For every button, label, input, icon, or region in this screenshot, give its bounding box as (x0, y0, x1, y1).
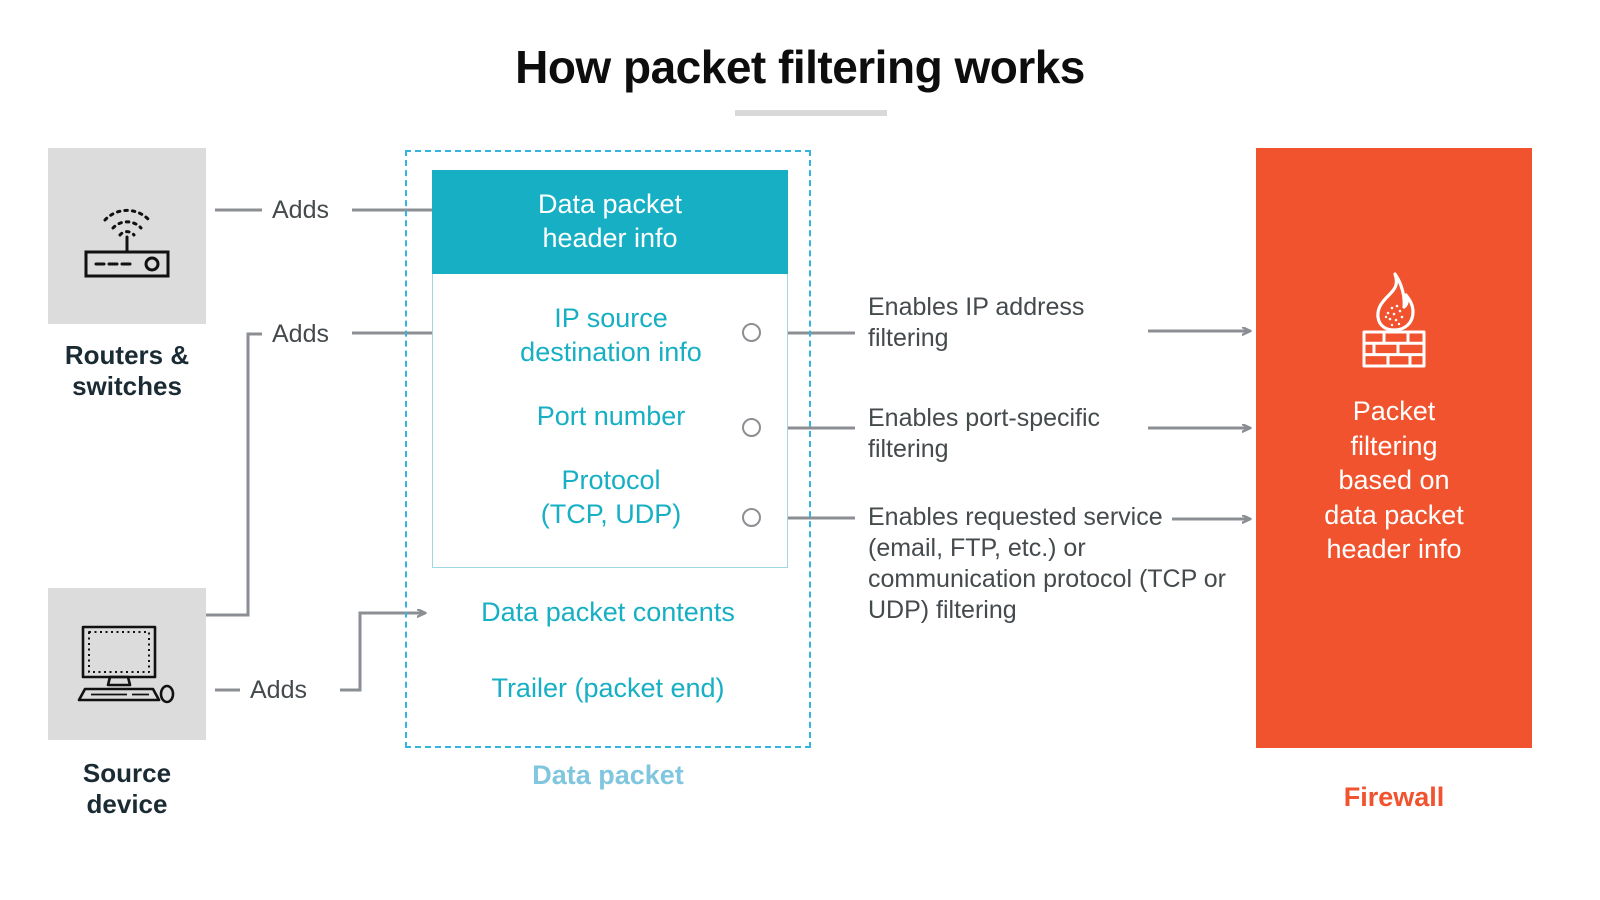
adds-label-router-ip: Adds (272, 320, 329, 348)
packet-field-ip-line2: destination info (520, 336, 702, 367)
router-wifi-icon (84, 208, 170, 278)
routers-switches-label: Routers & switches (27, 340, 227, 401)
connector-node-port-icon (742, 418, 761, 437)
firewall-text-line5: header info (1326, 534, 1462, 565)
adds-label-router-header: Adds (272, 196, 329, 224)
packet-field-protocol: Protocol (TCP, UDP) (433, 464, 789, 532)
header-line1: Data packet (537, 189, 683, 220)
firewall-text-line3: based on (1338, 465, 1450, 496)
explanation-port-filtering: Enables port-specific filtering (868, 404, 1101, 463)
routers-switches-tile (48, 148, 206, 324)
data-packet-header-band: Data packet header info (432, 170, 788, 274)
source-label-line2: device (86, 788, 168, 819)
page-title: How packet filtering works (515, 41, 1085, 93)
adds-label-source-contents: Adds (250, 676, 307, 704)
source-device-label: Source device (27, 758, 227, 819)
packet-trailer-row: Trailer (packet end) (491, 673, 725, 703)
firewall-text-line2: filtering (1350, 430, 1438, 461)
title-underline-rule (735, 110, 887, 116)
routers-label-line1: Routers & (64, 340, 190, 370)
packet-field-protocol-line1: Protocol (561, 465, 661, 495)
desktop-computer-icon (77, 625, 175, 704)
connector-node-protocol-icon (742, 508, 761, 527)
firewall-description: Packet filtering based on data packet he… (1256, 394, 1532, 567)
packet-field-ip-line1: IP source (554, 303, 668, 333)
explanation-ip-filtering: Enables IP address filtering (868, 293, 1085, 352)
firewall-flame-brick-icon (1362, 272, 1426, 368)
header-line2: header info (542, 223, 678, 253)
packet-contents-row: Data packet contents (481, 597, 735, 627)
firewall-caption: Firewall (1343, 782, 1445, 812)
data-packet-caption: Data packet (532, 760, 684, 790)
packet-header-fields-box: IP source destination info Port number P… (432, 274, 788, 568)
firewall-text-line4: data packet (1324, 499, 1464, 530)
data-packet-boundary (405, 150, 811, 748)
firewall-panel (1256, 148, 1532, 748)
source-label-line1: Source (82, 758, 172, 788)
routers-label-line2: switches (72, 370, 182, 401)
explanation-protocol-filtering: Enables requested service (email, FTP, e… (868, 503, 1227, 624)
connector-node-ip-icon (742, 323, 761, 342)
firewall-text-line1: Packet (1352, 396, 1436, 426)
packet-field-port: Port number (536, 401, 686, 431)
packet-field-ip: IP source destination info (433, 302, 789, 370)
packet-field-protocol-line2: (TCP, UDP) (540, 498, 682, 529)
source-device-tile (48, 588, 206, 740)
